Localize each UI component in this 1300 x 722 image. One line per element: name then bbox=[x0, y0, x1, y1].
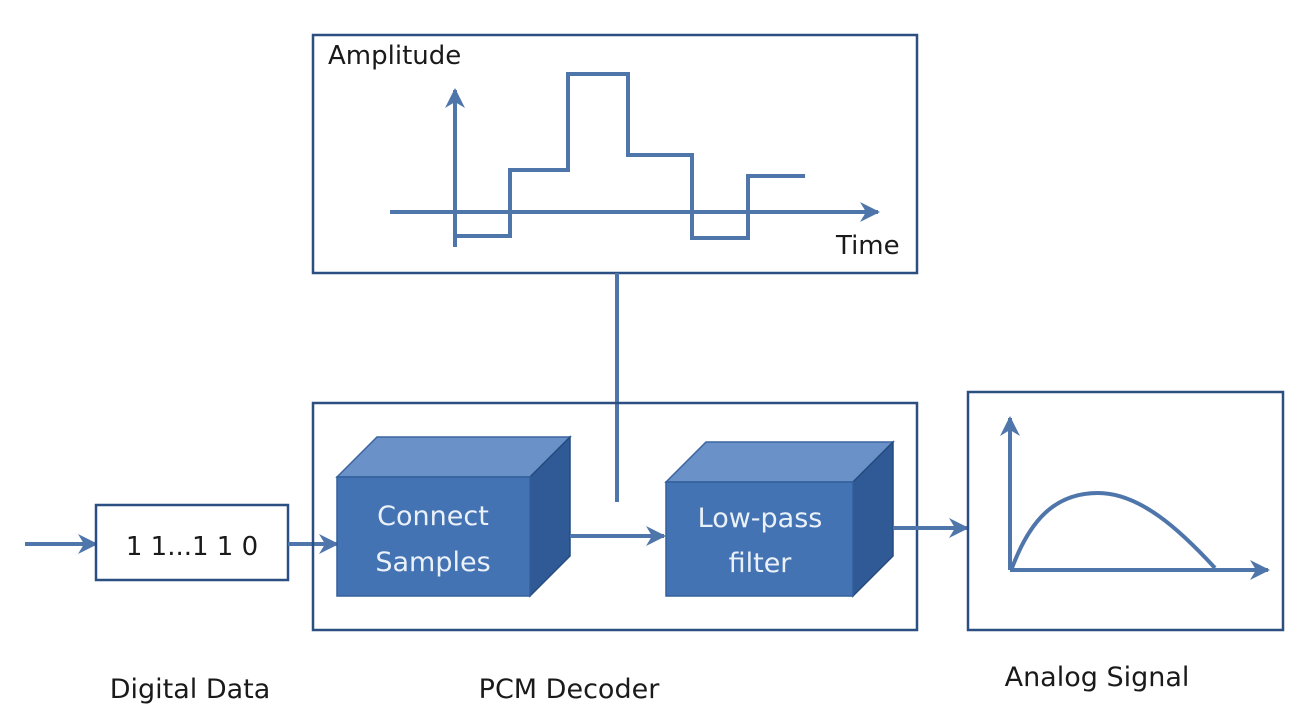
connect-samples-line2: Samples bbox=[375, 547, 490, 578]
analog-signal-caption: Analog Signal bbox=[1005, 662, 1190, 693]
low-pass-filter-block: Low-pass filter bbox=[664, 440, 895, 598]
analog-signal-panel bbox=[966, 390, 1285, 632]
pcm-decoder-frame bbox=[311, 401, 919, 632]
time-label: Time bbox=[835, 231, 900, 261]
connect-samples-front bbox=[336, 476, 531, 597]
connect-samples-block: Connect Samples bbox=[335, 435, 572, 598]
analog-curve bbox=[1010, 490, 1217, 570]
digital-data-box: 1 1...1 1 0 bbox=[94, 503, 290, 582]
pcm-decoder-caption: PCM Decoder bbox=[479, 674, 661, 705]
waveform-panel: Amplitude Time bbox=[311, 33, 919, 275]
connect-samples-line1: Connect bbox=[377, 501, 489, 532]
digital-data-caption: Digital Data bbox=[110, 674, 271, 705]
low-pass-line2: filter bbox=[729, 548, 793, 579]
digital-bits: 1 1...1 1 0 bbox=[126, 532, 258, 562]
low-pass-front bbox=[665, 481, 854, 597]
analog-panel-frame bbox=[966, 390, 1285, 632]
staircase-waveform bbox=[455, 72, 805, 240]
amplitude-label: Amplitude bbox=[328, 41, 461, 71]
low-pass-line1: Low-pass bbox=[698, 503, 823, 534]
